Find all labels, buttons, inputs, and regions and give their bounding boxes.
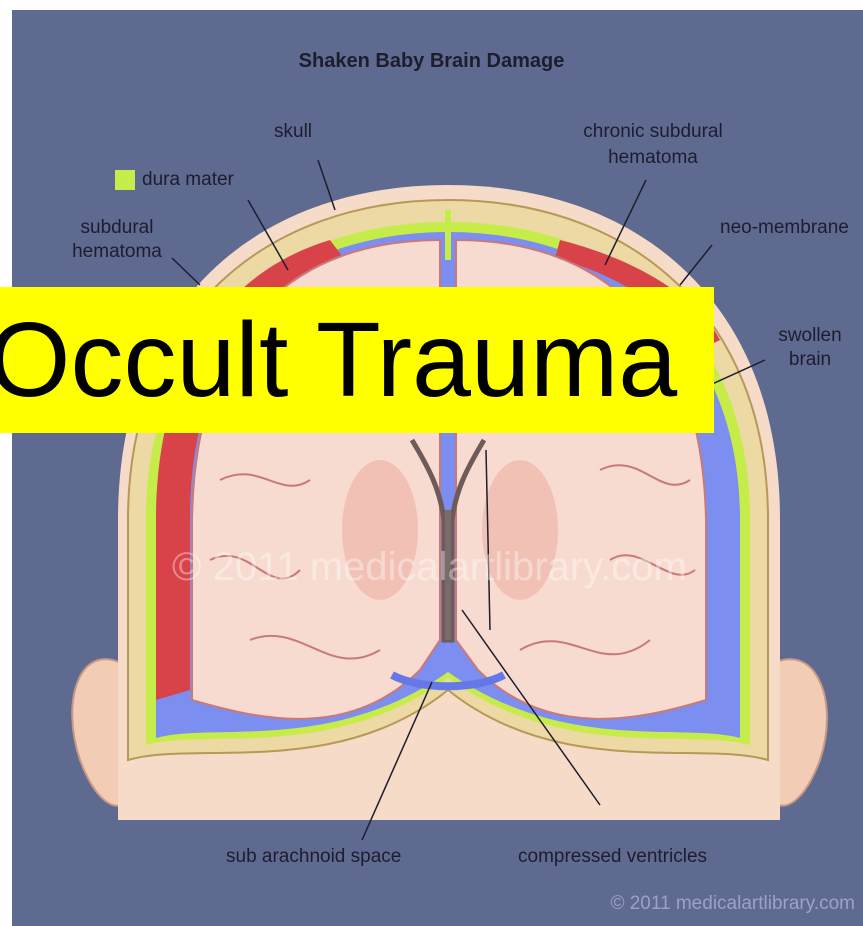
label-compressed-ventricles: compressed ventricles <box>518 846 707 868</box>
label-sub-arachnoid-space: sub arachnoid space <box>226 846 401 868</box>
label-chronic-subdural-hematoma-line2: hematoma <box>548 147 758 169</box>
label-subdural-hematoma-line1: subdural <box>52 217 182 239</box>
label-chronic-subdural-hematoma-line1: chronic subdural <box>548 121 758 143</box>
watermark-center: © 2011 medicalartlibrary.com <box>172 545 687 590</box>
watermark-corner: © 2011 medicalartlibrary.com <box>610 893 855 915</box>
banner-text: Occult Trauma <box>0 307 677 413</box>
dura-mater-legend-swatch <box>115 170 135 190</box>
diagram-title: Shaken Baby Brain Damage <box>0 50 863 73</box>
occult-trauma-banner: Occult Trauma <box>0 287 714 433</box>
label-swollen-brain-line2: brain <box>760 349 860 371</box>
dura-mater-legend-label: dura mater <box>142 169 234 191</box>
label-swollen-brain-line1: swollen <box>760 325 860 347</box>
label-neo-membrane: neo-membrane <box>720 217 849 239</box>
label-subdural-hematoma-line2: hematoma <box>52 241 182 263</box>
label-skull: skull <box>274 121 312 143</box>
